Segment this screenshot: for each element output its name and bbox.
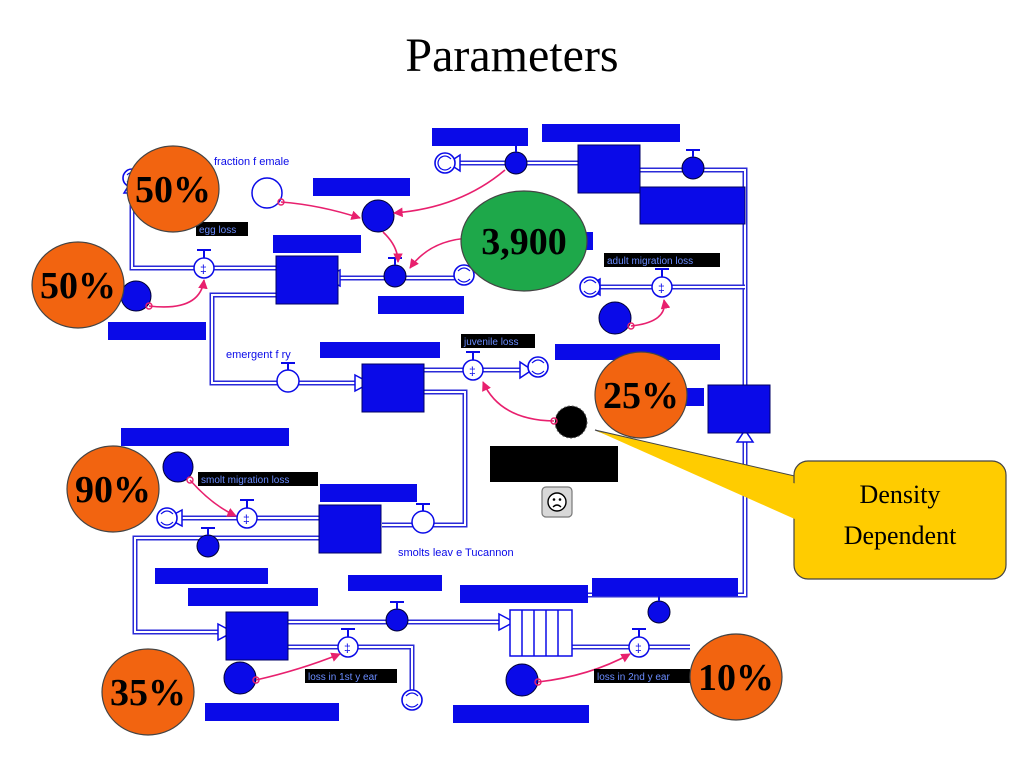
cloud-icon <box>434 152 456 174</box>
valve-emergent-fry <box>276 362 300 393</box>
svg-text:35%: 35% <box>110 672 186 714</box>
svg-text:50%: 50% <box>40 265 116 307</box>
cloud-icon <box>527 356 549 378</box>
label-egg-loss: egg loss <box>199 225 236 236</box>
badge-juvenile-loss: 25% <box>594 351 688 439</box>
converter-smolt-migration-rate <box>162 451 194 483</box>
badge-fraction-female: 50% <box>126 145 220 233</box>
svg-text:10%: 10% <box>698 657 774 699</box>
sad-face-icon[interactable] <box>541 486 573 518</box>
badge-smolt-migration: 90% <box>66 445 160 533</box>
density-dependent-callout: Density Dependent <box>594 429 1007 580</box>
badge-egg-loss: 50% <box>31 241 125 329</box>
converter-female-spawners <box>361 199 395 233</box>
converter-adult-migration-rate <box>598 301 632 335</box>
valve-mature-1st <box>385 601 409 632</box>
callout-line-1: Density <box>860 480 941 509</box>
stock-eggs <box>275 255 339 305</box>
svg-text:‡: ‡ <box>635 641 642 655</box>
svg-text:‡: ‡ <box>243 512 250 526</box>
stock-returning <box>707 384 771 434</box>
label-loss-2nd-year: loss in 2nd y ear <box>597 672 670 683</box>
valve-juvenile-loss: ‡ <box>462 351 484 381</box>
svg-text:25%: 25% <box>603 375 679 417</box>
valve-smolt-migration: ‡ <box>236 499 258 529</box>
connectors <box>145 169 671 686</box>
cloud-icon <box>401 689 423 711</box>
badge-loss-1st-year: 35% <box>101 648 195 736</box>
stock-ocean-1st <box>225 611 289 661</box>
variable-labels: fraction f emale egg loss adult migratio… <box>196 156 720 683</box>
page-title: Parameters <box>405 29 619 82</box>
label-juvenile-loss: juvenile loss <box>463 337 518 348</box>
label-smolt-migration-loss: smolt migration loss <box>201 475 289 486</box>
converter-loss-1st-rate <box>223 661 257 695</box>
valve-ocean-entry <box>196 527 220 558</box>
cloud-icon <box>453 264 475 286</box>
stock-smolts <box>318 504 382 554</box>
label-smolts-leave: smolts leav e Tucannon <box>398 547 514 559</box>
valve-mature-2nd <box>647 593 671 624</box>
stock-fry <box>361 363 425 413</box>
label-adult-migration-loss: adult migration loss <box>607 256 693 267</box>
valve-adult-out <box>504 144 528 175</box>
badge-spawners: 3,900 <box>460 190 588 292</box>
valve-loss-2nd-year: ‡ <box>628 628 650 658</box>
conveyor-ocean-2nd <box>509 609 573 657</box>
converters <box>120 177 632 697</box>
converter-loss-2nd-rate <box>505 663 539 697</box>
stock-adults-lower <box>639 186 746 225</box>
valves: ‡ ‡ ‡ ‡ ‡ ‡ <box>193 144 705 658</box>
svg-text:3,900: 3,900 <box>481 221 567 263</box>
callout-line-2: Dependent <box>844 521 957 550</box>
valve-spawn <box>383 257 407 288</box>
converter-density <box>554 405 588 439</box>
badge-loss-2nd-year: 10% <box>689 633 783 721</box>
svg-text:‡: ‡ <box>344 641 351 655</box>
valve-egg-loss: ‡ <box>193 249 215 279</box>
label-fraction-female: fraction f emale <box>214 156 289 168</box>
valve-adult-migration: ‡ <box>651 268 673 298</box>
svg-text:90%: 90% <box>75 469 151 511</box>
parameter-badges: 50% 50% 3,900 25% 90% 35% 10% <box>31 145 783 736</box>
converter-fraction-female <box>251 177 283 209</box>
label-emergent-fry: emergent f ry <box>226 349 291 361</box>
svg-text:‡: ‡ <box>469 364 476 378</box>
valve-smolts-leave <box>411 503 435 534</box>
stocks <box>225 144 771 661</box>
valve-return <box>681 149 705 180</box>
label-loss-1st-year: loss in 1st y ear <box>308 672 378 683</box>
svg-text:‡: ‡ <box>658 281 665 295</box>
cloud-icon <box>579 276 601 298</box>
svg-text:50%: 50% <box>135 169 211 211</box>
stock-adults <box>577 144 641 194</box>
cloud-icon <box>156 507 178 529</box>
svg-text:‡: ‡ <box>200 262 207 276</box>
valve-loss-1st-year: ‡ <box>337 628 359 658</box>
